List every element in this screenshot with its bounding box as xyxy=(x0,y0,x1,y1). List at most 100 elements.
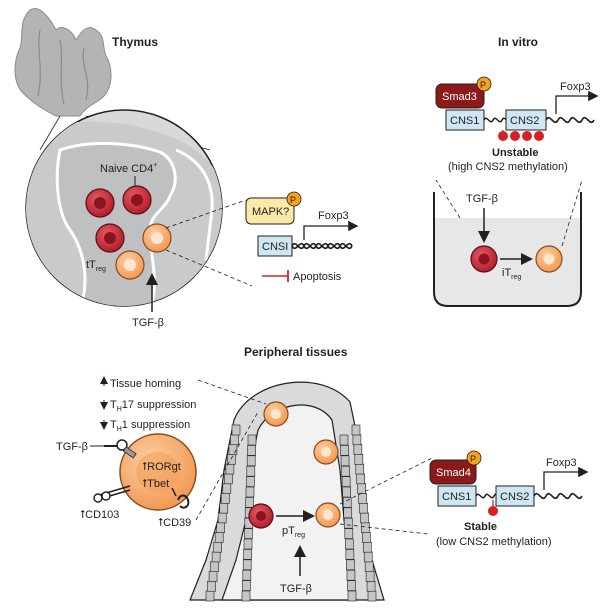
epithelial-cell xyxy=(247,445,256,456)
func-tissue-homing: Tissue homing xyxy=(100,376,181,390)
epithelial-cell xyxy=(342,497,352,508)
svg-text:TH17 suppression: TH17 suppression xyxy=(110,399,196,413)
invitro-smad3-node: Smad3 xyxy=(435,83,485,109)
invitro-methylation-marks xyxy=(498,130,544,141)
svg-text:P: P xyxy=(470,454,476,464)
epithelial-cell xyxy=(340,455,350,467)
villus-treg-top xyxy=(263,401,289,427)
ttreg-label: tTreg xyxy=(86,259,106,273)
svg-text:CNS1: CNS1 xyxy=(442,491,471,503)
peripheral-foxp3-label: Foxp3 xyxy=(546,457,577,469)
rorgt-label: ⭡RORgt xyxy=(142,461,181,473)
ttreg-cell xyxy=(115,250,145,280)
epithelial-cell xyxy=(346,559,355,571)
epithelial-cell xyxy=(365,571,375,582)
epithelial-cell xyxy=(230,434,239,446)
epithelial-cell xyxy=(210,561,219,573)
apoptosis-label: Apoptosis xyxy=(293,271,342,283)
thymus-callout-line-2 xyxy=(165,249,253,287)
svg-text:CNS1: CNS1 xyxy=(450,115,479,127)
epithelial-cell xyxy=(225,463,235,475)
invitro-tgf-label: TGF-β xyxy=(466,193,498,205)
epithelial-cell xyxy=(360,512,369,524)
cd103-integrin-icon xyxy=(93,485,131,503)
epithelial-cell xyxy=(245,497,254,508)
func-th1-suppression: TH1 suppression xyxy=(100,419,190,433)
epithelial-cell xyxy=(362,541,372,553)
thymus-foxp3-arrow xyxy=(303,220,359,240)
epithelial-cell xyxy=(343,517,353,529)
peripheral-cns1-box: CNS1 xyxy=(437,485,477,507)
peripheral-callout-line-1 xyxy=(339,457,433,505)
culture-dish xyxy=(433,192,582,307)
naive-cell-3 xyxy=(95,223,125,253)
thymus-callout-line-1 xyxy=(165,199,247,229)
epithelial-cell xyxy=(355,463,365,475)
zoom-line-left xyxy=(39,115,61,151)
invitro-foxp3-arrow xyxy=(555,90,599,114)
epithelial-cell xyxy=(222,483,232,494)
epithelial-cell xyxy=(361,522,370,533)
svg-text:P: P xyxy=(290,195,296,205)
svg-text:P: P xyxy=(480,80,486,90)
thymus-foxp3-label: Foxp3 xyxy=(318,210,349,222)
epithelial-cell xyxy=(242,559,252,571)
peripheral-cns2-box: CNS2 xyxy=(495,485,535,507)
epithelial-cell xyxy=(341,476,351,487)
svg-text:MAPK?: MAPK? xyxy=(252,206,289,218)
villus-naive-cell xyxy=(248,503,274,529)
epithelial-cell xyxy=(357,483,366,494)
svg-text:CNSI: CNSI xyxy=(262,241,288,253)
epithelial-cell xyxy=(217,512,227,524)
svg-text:TH1 suppression: TH1 suppression xyxy=(110,419,190,433)
tgf-receptor-icon xyxy=(104,439,137,459)
epithelial-cell xyxy=(344,528,354,539)
invitro-itreg-cell xyxy=(535,245,563,273)
svg-text:Smad4: Smad4 xyxy=(436,467,471,479)
naive-cd4-label: Naive CD4+ xyxy=(100,162,157,175)
func-th17-suppression: TH17 suppression xyxy=(100,399,196,413)
epithelial-cell xyxy=(352,434,362,446)
epithelial-cell xyxy=(342,486,351,498)
villus-treg-right xyxy=(313,439,339,465)
invitro-status-note: (high CNS2 methylation) xyxy=(448,161,568,173)
peripheral-title: Peripheral tissues xyxy=(244,345,348,359)
cd103-label: ⭡CD103 xyxy=(80,509,119,521)
peripheral-callout-line-2 xyxy=(339,523,429,535)
peripheral-methylation-mark xyxy=(488,500,498,516)
epithelial-cell xyxy=(246,455,256,467)
epithelial-cell xyxy=(228,444,238,455)
epithelial-cell xyxy=(231,424,241,436)
epithelial-cell xyxy=(340,445,349,456)
itreg-label: iTreg xyxy=(502,267,521,281)
peripheral-smad4-node: Smad4 xyxy=(429,459,477,485)
epithelial-cell xyxy=(211,551,221,563)
thymus-dna-strand xyxy=(291,242,353,250)
epithelial-cell xyxy=(214,532,224,543)
epithelial-cell xyxy=(347,580,356,591)
invitro-callout-line-2 xyxy=(561,179,583,247)
epithelial-cell xyxy=(208,571,218,582)
epithelial-cell xyxy=(343,507,353,519)
tgf-receptor-label: TGF-β xyxy=(56,441,88,453)
epithelial-cell xyxy=(359,502,368,514)
epithelial-cell xyxy=(364,561,374,573)
epithelial-cell xyxy=(245,486,255,498)
invitro-naive-cell xyxy=(470,245,498,273)
epithelial-cell xyxy=(353,444,363,455)
epithelial-cell xyxy=(243,549,252,560)
epithelial-cell xyxy=(220,493,230,504)
peripheral-dna-helix xyxy=(533,492,583,500)
peripheral-tgf-label: TGF-β xyxy=(280,583,312,595)
invitro-callout-line-1 xyxy=(435,179,461,219)
ptreg-label: pTreg xyxy=(282,525,305,539)
peripheral-status: Stable xyxy=(464,521,497,533)
developing-treg-cell xyxy=(142,223,172,253)
epithelial-cell xyxy=(247,434,257,446)
cd39-enzyme-icon xyxy=(171,487,190,509)
peripheral-status-note: (low CNS2 methylation) xyxy=(436,536,552,548)
mapk-node: MAPK? xyxy=(245,197,295,225)
invitro-phospho-badge: P xyxy=(476,76,492,92)
